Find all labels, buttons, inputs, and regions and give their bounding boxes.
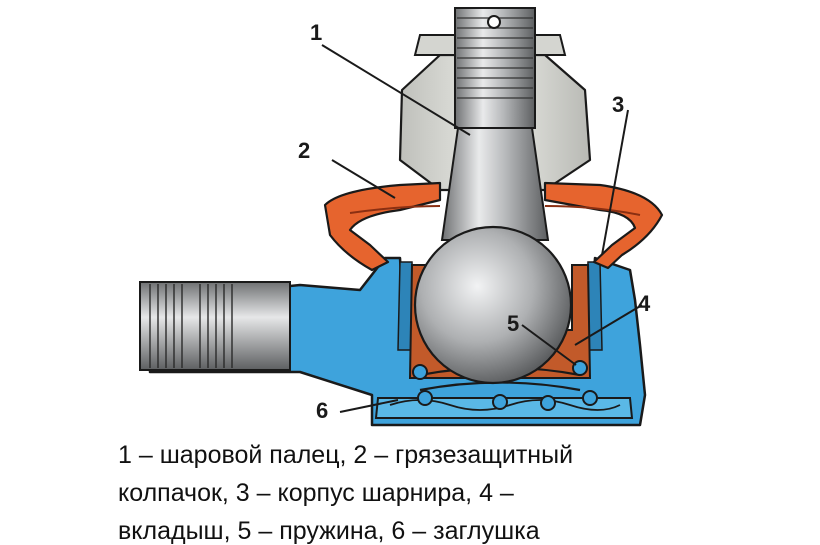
callout-number-4: 4 — [638, 291, 651, 316]
dust-boot-2 — [323, 181, 664, 272]
caption-line: вкладыш, 5 – пружина, 6 – заглушка — [118, 517, 540, 545]
callout-leaders — [321, 44, 643, 413]
caption: 1 – шаровой палец, 2 – грязезащитный кол… — [118, 436, 758, 545]
callout-number-6: 6 — [316, 398, 328, 423]
caption-line: 1 – шаровой палец, 2 – грязезащитный — [118, 441, 574, 469]
callout-number-2: 2 — [298, 138, 310, 163]
side-arm-thread — [139, 281, 291, 371]
callout-number-3: 3 — [612, 92, 624, 117]
callout-number-1: 1 — [310, 20, 322, 45]
ball-pin-1 — [413, 7, 573, 385]
callout-number-5: 5 — [507, 311, 519, 336]
caption-line: колпачок, 3 – корпус шарнира, 4 – — [118, 479, 514, 507]
